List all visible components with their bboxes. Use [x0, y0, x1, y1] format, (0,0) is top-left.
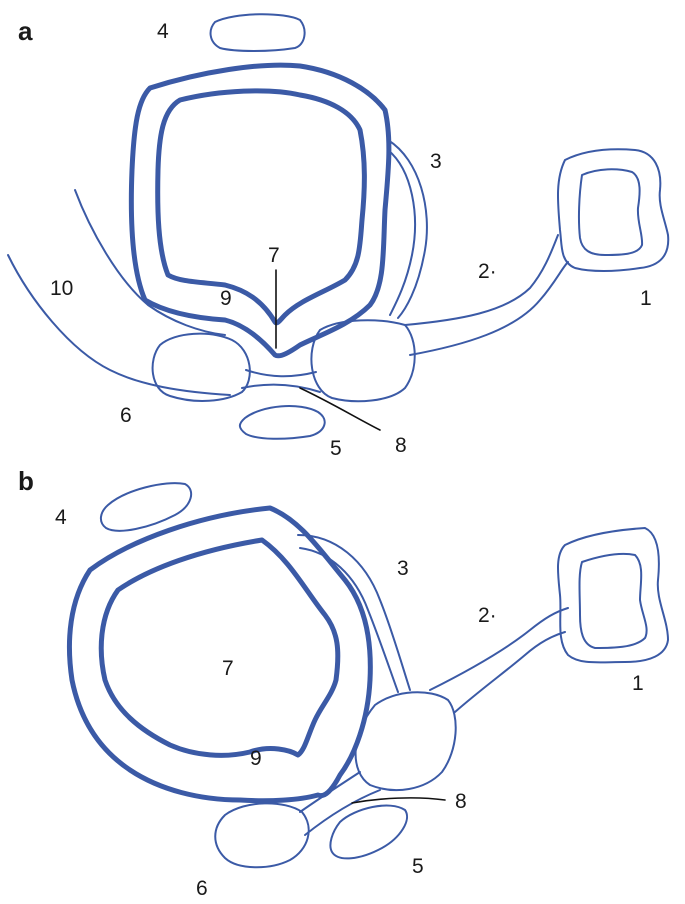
label-2: 2·: [478, 260, 497, 283]
structure-3-curve-inner: [388, 150, 415, 315]
label-8: 8: [455, 790, 467, 813]
label-5: 5: [412, 855, 424, 878]
label-1: 1: [640, 287, 652, 310]
structure-3-curve-outer: [298, 535, 410, 690]
structure-1-inner: [580, 554, 647, 648]
panel-a: a 1 2· 3 4: [8, 14, 668, 460]
panel-a-letter: a: [18, 16, 33, 46]
label-5: 5: [330, 437, 342, 460]
structure-4-oval: [101, 483, 191, 531]
label-6: 6: [196, 877, 208, 900]
connector-upper: [300, 772, 360, 812]
label-2: 2·: [478, 604, 497, 627]
label-4: 4: [55, 506, 67, 529]
bladder-inner-wall: [101, 540, 338, 755]
structure-10-inner-line: [75, 190, 225, 335]
label-8-leader: [352, 798, 445, 803]
label-7: 7: [268, 244, 280, 267]
label-3: 3: [430, 150, 442, 173]
structure-5-oval: [330, 806, 407, 859]
label-6: 6: [120, 404, 132, 427]
bladder-inner-wall: [158, 91, 365, 323]
connector-upper: [246, 370, 316, 376]
structure-1-outer: [558, 149, 668, 271]
structure-1-outer: [558, 528, 668, 662]
label-3: 3: [397, 557, 409, 580]
label-7: 7: [222, 657, 234, 680]
structure-5-oval: [240, 406, 325, 439]
structure-10-outer-line: [8, 255, 230, 395]
structure-1-inner: [579, 169, 642, 255]
structure-4-oval: [211, 14, 305, 51]
label-8: 8: [395, 434, 407, 457]
label-1: 1: [632, 672, 644, 695]
panel-b: b 1 2· 3 4 5 6 7 8: [18, 466, 668, 900]
structure-3-curve-inner: [300, 548, 398, 692]
left-mass-oval: [215, 803, 308, 867]
label-9: 9: [250, 747, 262, 770]
structure-3-curve-outer: [388, 140, 427, 318]
panel-b-letter: b: [18, 466, 34, 496]
connector-lower: [242, 385, 320, 392]
label-9: 9: [220, 287, 232, 310]
label-4: 4: [157, 20, 169, 43]
label-10: 10: [50, 277, 73, 300]
right-mass-oval: [356, 692, 456, 790]
left-mass-oval: [153, 334, 250, 401]
structure-2-upper: [430, 608, 568, 690]
